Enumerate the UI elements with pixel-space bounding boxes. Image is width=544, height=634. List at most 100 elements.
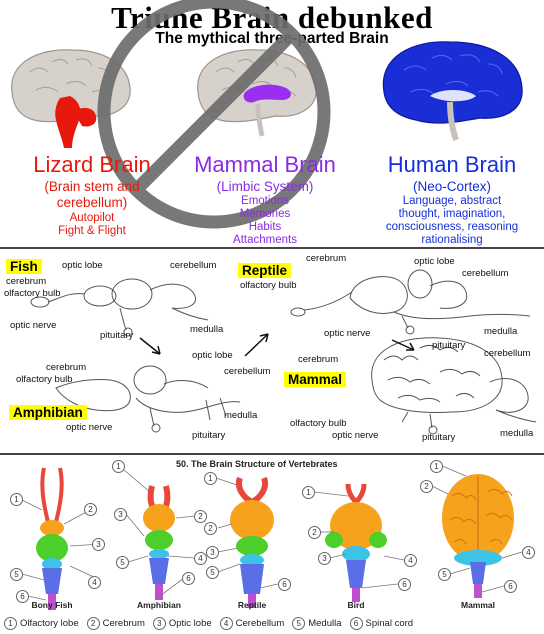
legend-item: 1 Olfactory lobe — [4, 617, 79, 630]
legend-item: 3 Optic lobe — [152, 617, 212, 630]
legend-number: 6 — [349, 617, 363, 630]
callout-lines — [21, 465, 523, 601]
reptile-brain — [230, 476, 274, 608]
reptile-olfactory-bulb-label: olfactory bulb — [240, 280, 297, 291]
amphibian-cerebellum-label: cerebellum — [224, 366, 271, 377]
mammal-brain-sketch — [371, 337, 537, 435]
fish-optic-lobe-label: optic lobe — [62, 260, 103, 271]
bird-brain — [325, 483, 387, 602]
bony-fish-brain — [36, 467, 68, 610]
reptile-cerebellum-label: cerebellum — [462, 268, 509, 279]
amphibian-pituitary-label: pituitary — [192, 430, 226, 441]
legend-label: Spinal cord — [365, 618, 414, 629]
callout-number: 1 — [204, 472, 217, 485]
reptile-pituitary-label: pituitary — [432, 340, 466, 351]
fish-cerebellum-label: cerebellum — [170, 260, 217, 271]
mammal-brain-system: (Limbic System) — [180, 179, 350, 195]
vertebrate-sketch-panel: Fish Reptile Amphibian Mammal optic lobe… — [0, 250, 544, 452]
callout-number: 4 — [88, 576, 101, 589]
callout-number: 2 — [84, 503, 97, 516]
mammal-desc-line: Habits — [248, 221, 282, 233]
callout-number: 2 — [308, 526, 321, 539]
legend-item: 2 Cerebrum — [86, 617, 145, 630]
callout-number: 2 — [420, 480, 433, 493]
legend-label: Cerebrum — [102, 618, 145, 629]
triune-brain-illustrations — [11, 0, 523, 229]
human-brain-system: (Neo-Cortex) — [362, 179, 542, 195]
callout-number: 3 — [92, 538, 105, 551]
callout-number: 1 — [10, 493, 23, 506]
callout-number: 5 — [10, 568, 23, 581]
human-brain-description: Language, abstract thought, imagination,… — [362, 195, 542, 247]
reptile-optic-nerve-label: optic nerve — [324, 328, 371, 339]
callout-number: 1 — [112, 460, 125, 473]
amphibian-tag: Amphibian — [9, 405, 87, 420]
callout-number: 2 — [194, 510, 207, 523]
legend-number: 1 — [4, 617, 17, 630]
human-brain-image — [382, 41, 523, 141]
human-system-line: (Neo-Cortex) — [412, 179, 491, 194]
fish-optic-nerve-label: optic nerve — [10, 320, 57, 331]
callout-number: 1 — [302, 486, 315, 499]
mammal-desc-line: Emotions — [241, 195, 289, 207]
callout-number: 6 — [278, 578, 291, 591]
amphibian-olfactory-bulb-label: olfactory bulb — [16, 374, 73, 385]
human-desc-line: Language, abstract — [402, 195, 502, 207]
legend-number: 2 — [86, 617, 100, 630]
callout-number: 4 — [194, 552, 207, 565]
callout-number: 3 — [206, 546, 219, 559]
reptile-tag: Reptile — [238, 263, 292, 278]
mammal-medulla-label: medulla — [500, 428, 534, 439]
fish-pituitary-label: pituitary — [100, 330, 134, 341]
amphibian-brain — [143, 485, 175, 600]
mammal-brain — [442, 474, 514, 598]
colored-brain-diagrams — [21, 465, 523, 610]
lizard-system-line: cerebellum) — [56, 195, 128, 210]
human-desc-line: rationalising — [421, 234, 483, 246]
mammal-brain-description: Emotions Memories Habits Attachments — [180, 195, 350, 247]
callout-number: 6 — [182, 572, 195, 585]
legend-label: Olfactory lobe — [20, 618, 79, 629]
legend-number: 4 — [219, 617, 233, 630]
mammal-cerebellum-label: cerebellum — [484, 348, 531, 359]
fish-tag: Fish — [6, 259, 42, 274]
human-desc-line: thought, imagination, — [398, 208, 506, 220]
callout-number: 4 — [522, 546, 535, 559]
mammal-brain-title: Mammal Brain — [194, 152, 336, 177]
reptile-cerebrum-label: cerebrum — [306, 253, 347, 264]
fish-medulla-label: medulla — [190, 324, 224, 335]
callout-number: 6 — [398, 578, 411, 591]
fish-brain-sketch — [30, 278, 209, 337]
reptile-optic-lobe-label: optic lobe — [414, 256, 455, 267]
human-brain-title: Human Brain — [387, 152, 517, 177]
animal-name-bony-fish: Bony Fish — [31, 600, 73, 610]
page-subtitle: The mythical three-parted Brain — [155, 30, 389, 47]
fish-cerebrum-label: cerebrum — [6, 276, 47, 287]
lizard-brain-system: (Brain stem and cerebellum) — [8, 179, 176, 211]
callout-number: 6 — [504, 580, 517, 593]
callout-number: 6 — [16, 590, 29, 603]
brain-part-legend: 1 Olfactory lobe 2 Cerebrum 3 Optic lobe… — [4, 617, 544, 630]
callout-number: 4 — [404, 554, 417, 567]
fish-olfactory-bulb-label: olfactory bulb — [4, 288, 61, 299]
human-desc-line: consciousness, reasoning — [385, 221, 519, 233]
legend-item: 4 Cerebellum — [219, 617, 284, 630]
mammal-desc-line: Attachments — [233, 234, 297, 246]
animal-name-amphibian: Amphibian — [137, 600, 181, 610]
reptile-brain-sketch — [290, 269, 531, 335]
vertebrate-brain-sketches — [30, 269, 537, 435]
animal-name-bird: Bird — [347, 600, 365, 610]
evolution-arrows — [139, 333, 415, 357]
callout-number: 5 — [116, 556, 129, 569]
callout-number: 1 — [430, 460, 443, 473]
triune-brain-panel: Triune Brain debunked The mythical three… — [0, 0, 544, 246]
amphibian-optic-lobe-label: optic lobe — [192, 350, 233, 361]
callout-number: 5 — [438, 568, 451, 581]
animal-name-mammal: Mammal — [460, 600, 495, 610]
legend-item: 5 Medulla — [292, 617, 342, 630]
amphibian-medulla-label: medulla — [224, 410, 258, 421]
callout-number: 2 — [204, 522, 217, 535]
mammal-cerebrum-label: cerebrum — [298, 354, 339, 365]
lizard-brain-title: Lizard Brain — [33, 152, 151, 177]
legend-item: 6 Spinal cord — [349, 617, 414, 630]
